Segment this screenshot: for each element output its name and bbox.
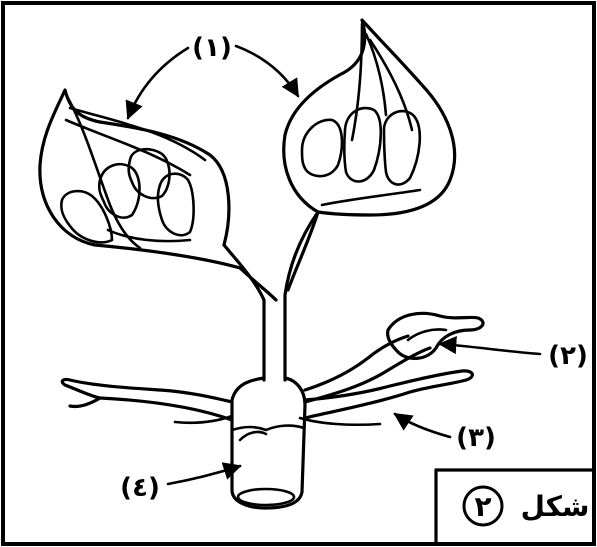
arrow-leaves-left (128, 48, 188, 118)
bud (388, 313, 483, 358)
caption-number: ٢ (474, 490, 491, 523)
caption-box: ٢ شكل (436, 470, 594, 544)
label-bud: (٢) (548, 341, 588, 371)
annotation-arrows (128, 46, 540, 484)
label-base: (٤) (120, 473, 160, 503)
arrow-leaves-right (236, 46, 298, 96)
base-cylinder (232, 378, 305, 508)
arrow-base (168, 466, 240, 484)
label-leaves: (١) (192, 33, 232, 63)
label-roots: (٣) (456, 423, 496, 453)
left-leaf (40, 90, 240, 268)
right-leaf (284, 20, 455, 215)
arrow-roots (395, 414, 450, 437)
roots (62, 336, 472, 425)
caption-word: شكل (521, 490, 590, 523)
outer-frame (3, 3, 594, 544)
arrow-bud (440, 344, 540, 354)
stem (224, 212, 318, 380)
